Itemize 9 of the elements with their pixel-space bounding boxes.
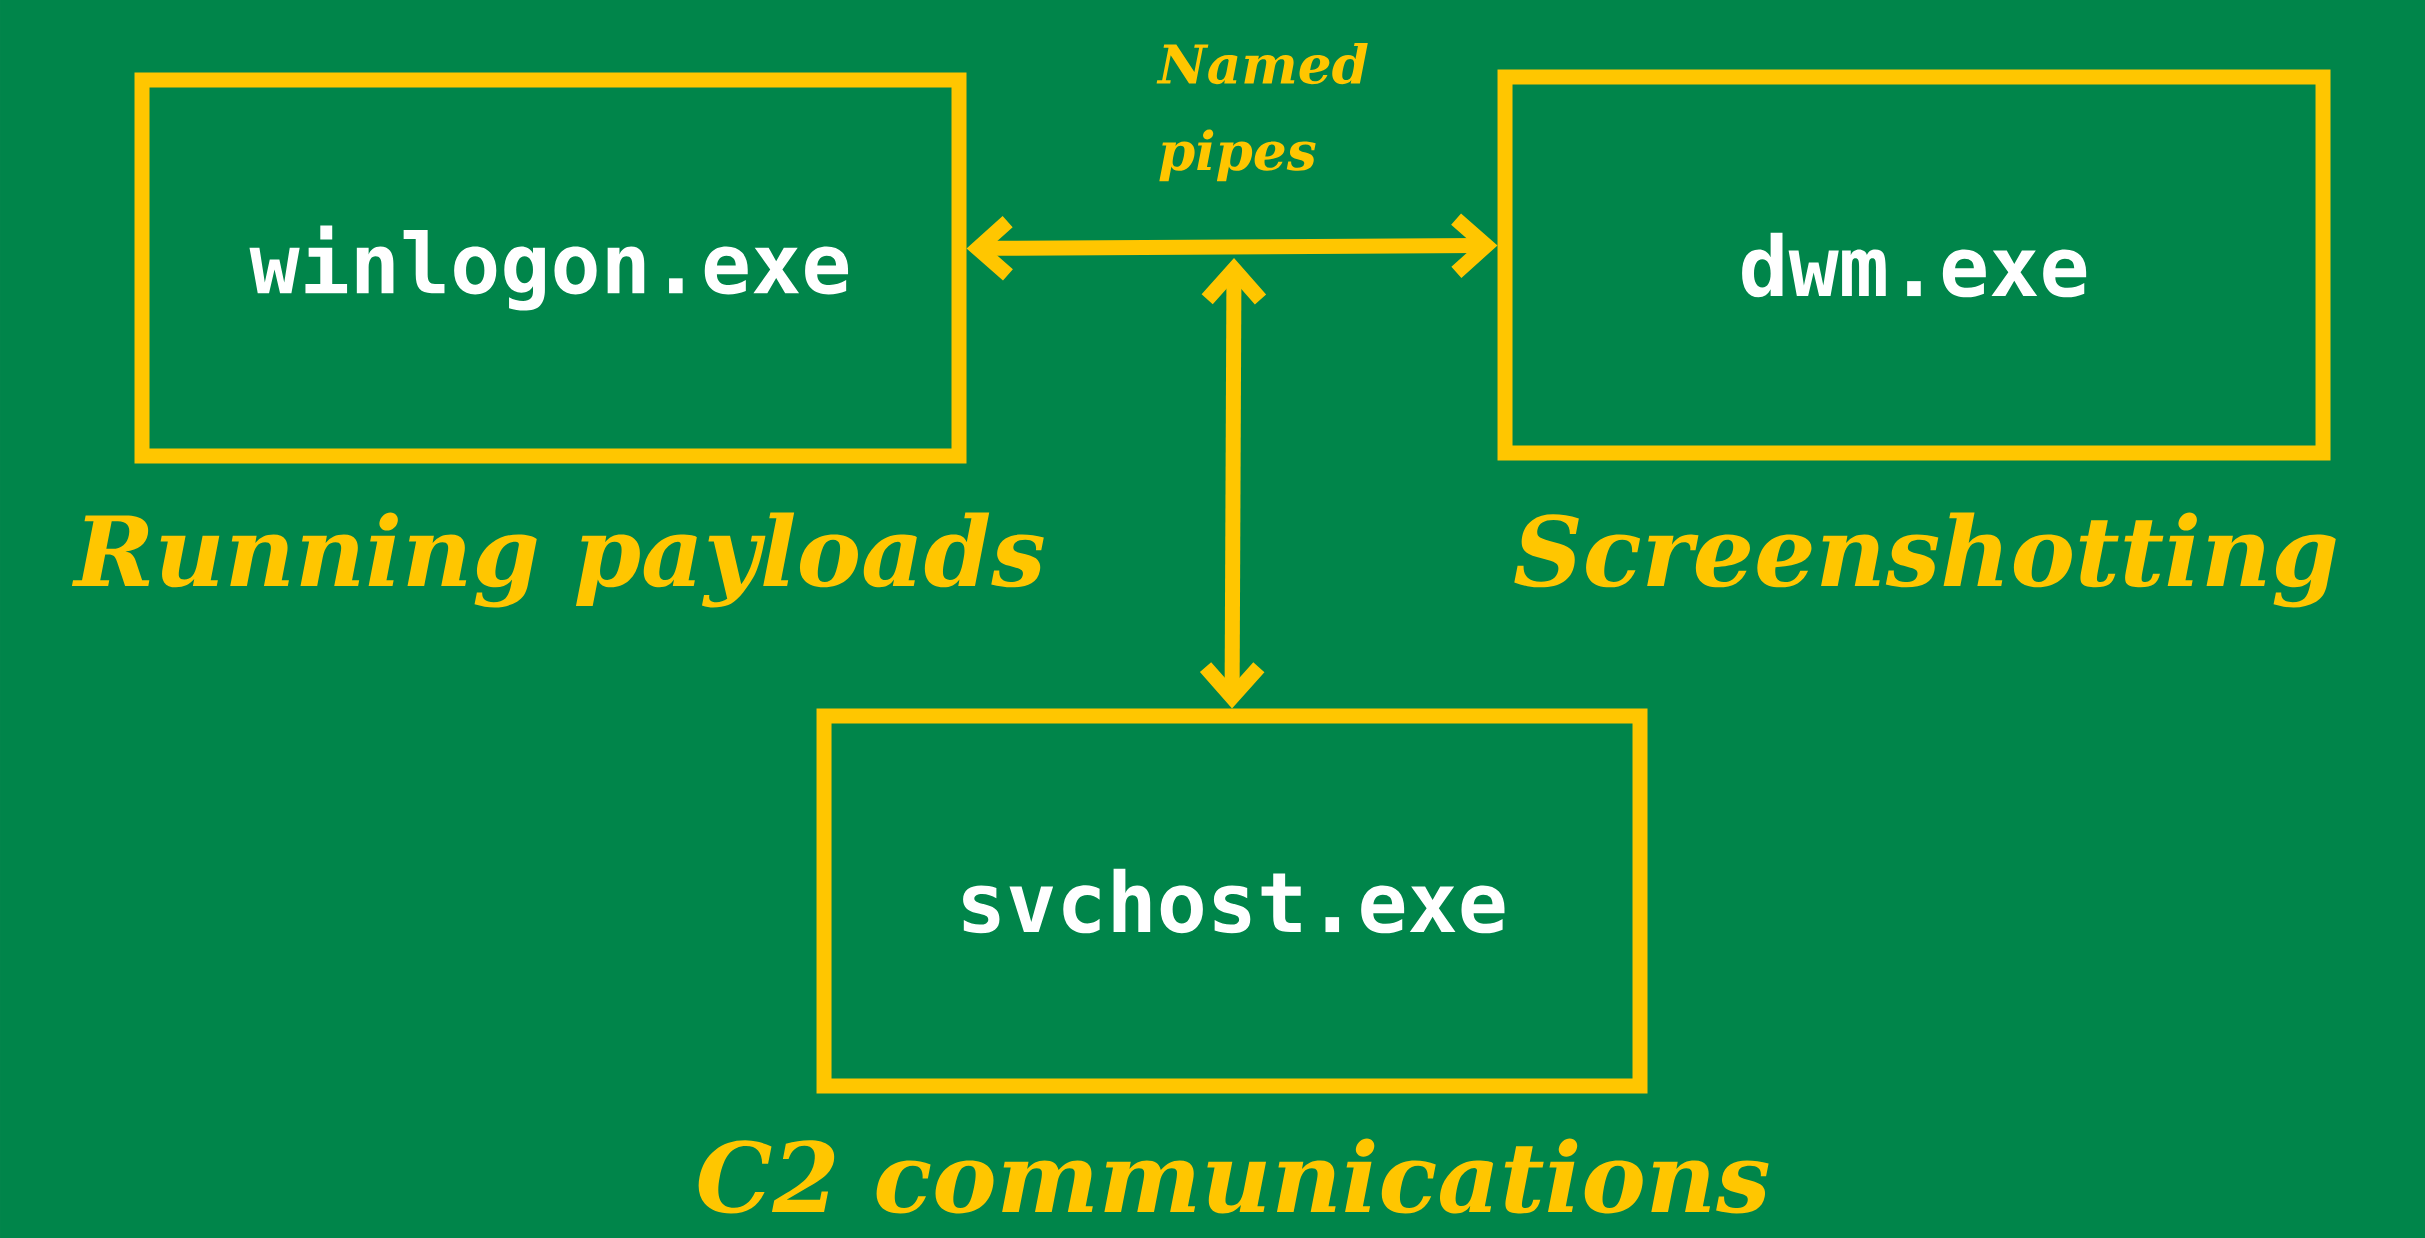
- process-box: winlogon.exe: [134, 72, 967, 464]
- edge-label: Named pipes: [1156, 42, 1368, 182]
- caption-text: C2 communications: [698, 1138, 1769, 1214]
- arrow: [966, 213, 1498, 281]
- caption-text: Screenshotting: [1514, 512, 2336, 608]
- caption-text: Running payloads: [71, 512, 1044, 608]
- arrow: [1199, 258, 1267, 709]
- process-box: dwm.exe: [1497, 69, 2331, 461]
- process-box: svchost.exe: [816, 708, 1648, 1094]
